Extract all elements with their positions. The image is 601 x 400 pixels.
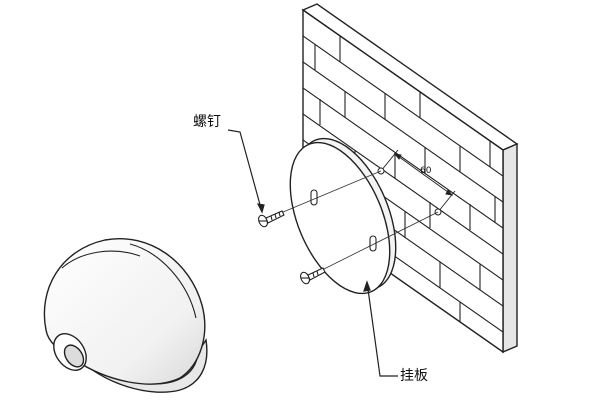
dome-camera bbox=[43, 238, 208, 393]
screw-lower bbox=[300, 267, 326, 285]
camera-lens bbox=[63, 344, 85, 368]
mounting-plate bbox=[289, 137, 397, 295]
camera-dome-highlight bbox=[61, 250, 141, 269]
brick-wall bbox=[301, 3, 519, 354]
screw-upper bbox=[258, 210, 285, 228]
wall-side-edge bbox=[502, 142, 518, 354]
plate-leader bbox=[366, 281, 398, 377]
mounting-plate-label: 挂板 bbox=[400, 368, 428, 384]
hole-spacing-label: 60 bbox=[420, 166, 432, 176]
alignment-lines bbox=[275, 170, 439, 273]
screw-label: 螺钉 bbox=[193, 114, 221, 130]
hole-spacing-dimension bbox=[380, 149, 456, 213]
wall-front-face bbox=[302, 8, 504, 354]
leader-lines bbox=[227, 129, 398, 377]
screw-leader bbox=[227, 129, 263, 213]
camera-dome-seam bbox=[129, 243, 197, 319]
